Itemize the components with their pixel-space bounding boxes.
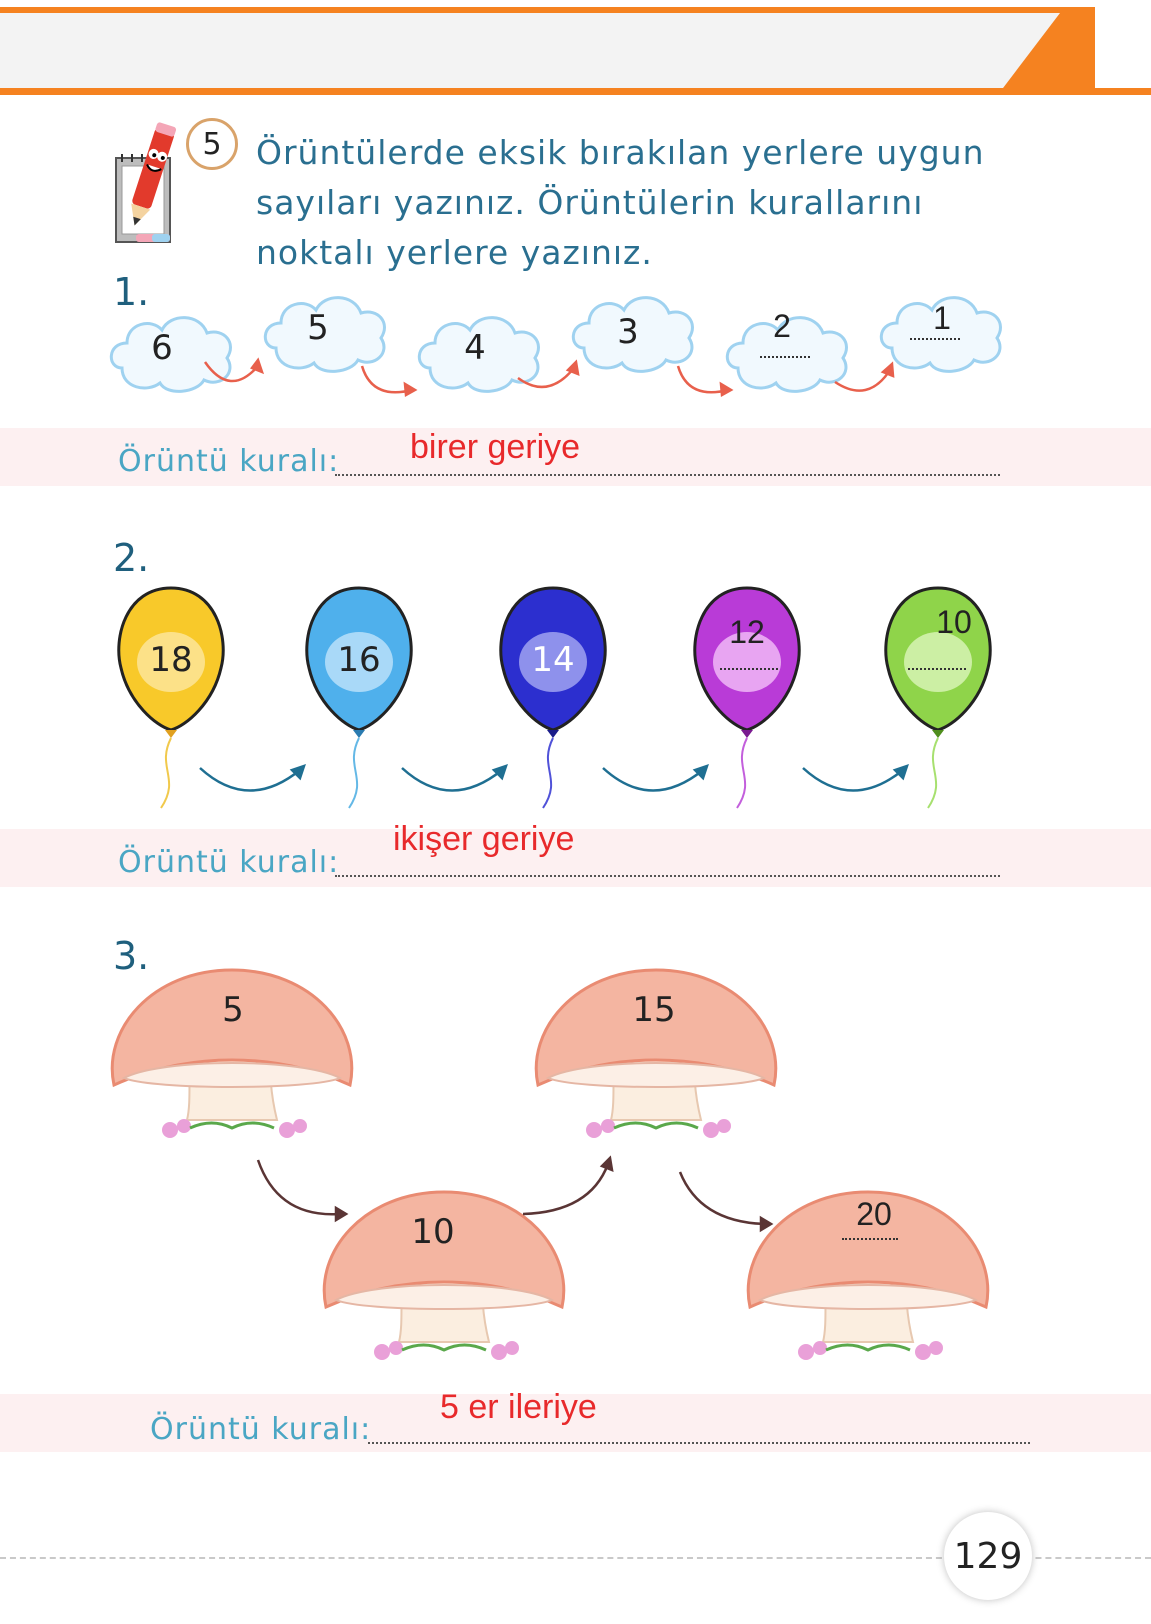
- balloon-number-3: 14: [531, 640, 575, 680]
- balloon-dots-5: [908, 668, 966, 670]
- balloon-answer-4[interactable]: 12: [729, 614, 765, 650]
- mushroom-answer-4[interactable]: 20: [856, 1196, 892, 1232]
- rule-line-1: [335, 474, 1000, 476]
- cloud-dots-6: [910, 338, 960, 340]
- cloud-number-3: 4: [464, 328, 486, 368]
- instruction-text: Örüntülerde eksik bırakılan yerlere uygu…: [256, 133, 985, 272]
- balloon-number-2: 16: [337, 640, 381, 680]
- rule-band-2: [0, 829, 1151, 887]
- page-number: 129: [944, 1512, 1032, 1600]
- rule-answer-1[interactable]: birer geriye: [410, 428, 581, 466]
- rule-line-3: [368, 1442, 1030, 1444]
- balloon-answer-5[interactable]: 10: [936, 604, 972, 640]
- mushroom-number-2: 10: [411, 1212, 455, 1252]
- rule-label-1: Örüntü kuralı:: [118, 444, 340, 479]
- rule-label-3: Örüntü kuralı:: [150, 1412, 372, 1447]
- cloud-number-1: 6: [151, 328, 173, 368]
- cloud-answer-5[interactable]: 2: [773, 308, 791, 344]
- mushroom-row: [110, 968, 990, 1362]
- header-band: [0, 7, 1151, 95]
- cloud-dots-5: [760, 356, 810, 358]
- rule-band-1: [0, 428, 1151, 486]
- mushroom-dots-4: [842, 1238, 898, 1240]
- cloud-number-4: 3: [617, 312, 639, 352]
- mushroom-number-3: 15: [632, 990, 676, 1030]
- section-1-label: 1.: [113, 270, 150, 314]
- rule-answer-2[interactable]: ikişer geriye: [393, 820, 575, 858]
- balloon-row: [117, 586, 992, 809]
- mushroom-number-1: 5: [222, 990, 244, 1030]
- section-2-label: 2.: [113, 536, 150, 580]
- rule-answer-3[interactable]: 5 er ileriye: [440, 1388, 597, 1426]
- cloud-row: [109, 296, 1002, 398]
- section-3-label: 3.: [113, 934, 150, 978]
- cloud-answer-6[interactable]: 1: [933, 300, 951, 336]
- rule-line-2: [335, 875, 1000, 877]
- balloon-dots-4: [720, 668, 778, 670]
- rule-label-2: Örüntü kuralı:: [118, 845, 340, 880]
- balloon-number-1: 18: [149, 640, 193, 680]
- footer-divider: [0, 1557, 1151, 1559]
- question-number: 5: [186, 118, 238, 170]
- pencil-mascot-icon: [115, 122, 177, 243]
- cloud-number-2: 5: [307, 308, 329, 348]
